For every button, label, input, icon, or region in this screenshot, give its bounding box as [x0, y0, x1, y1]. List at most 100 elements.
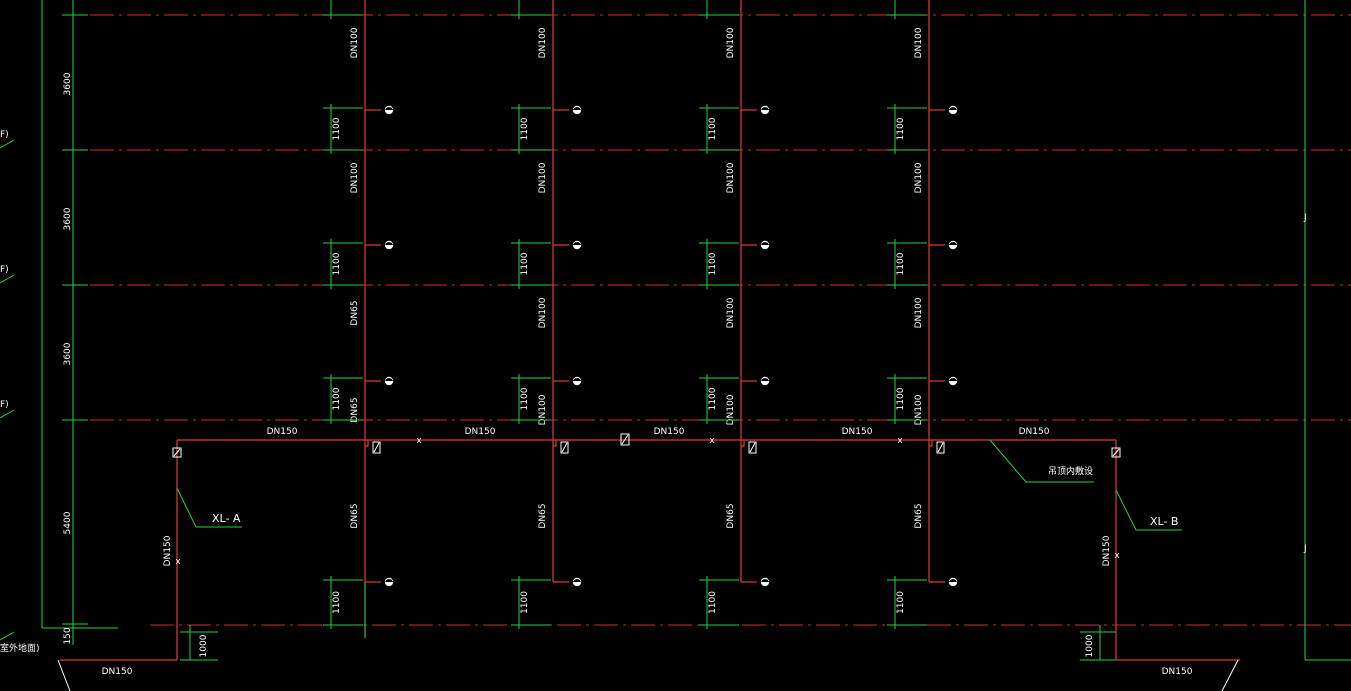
floor-height-label: 3600 — [63, 342, 73, 365]
hydrant-icon — [949, 579, 957, 582]
hydrant-height-label: 1100 — [332, 387, 342, 410]
floor-marker-flag — [0, 409, 15, 419]
hydrant-height-label: 1100 — [708, 117, 718, 140]
riser-size-label: DN100 — [726, 162, 736, 193]
riser-size-label: DN65 — [350, 300, 360, 325]
hydrant-height-label: 1100 — [896, 252, 906, 275]
hydrant-height-label: 1100 — [332, 591, 342, 614]
riser-size-label: DN100 — [350, 162, 360, 193]
break-line — [1221, 659, 1239, 691]
support-mark: x — [416, 436, 422, 446]
floor-marker-flag — [0, 631, 15, 641]
support-mark: x — [709, 436, 715, 446]
valve-icon — [372, 441, 381, 454]
right-reference: J J — [1303, 0, 1351, 661]
floor-marker-flag — [0, 274, 15, 284]
hydrant-height-label: 1100 — [520, 591, 530, 614]
hydrant-height-label: 1100 — [896, 387, 906, 410]
dim-label: 1000 — [1085, 634, 1095, 657]
hydrant-icon — [761, 107, 769, 110]
hydrant-height-label: 1100 — [332, 252, 342, 275]
riser-size-label: DN100 — [726, 394, 736, 425]
riser-size-label: DN100 — [914, 162, 924, 193]
hydrant-height-label: 1100 — [332, 117, 342, 140]
inlet-label: DN150 — [163, 535, 173, 566]
riser-name-leaders: XL- A XL- B 吊顶内敷设 — [176, 439, 1182, 531]
riser-size-label: DN100 — [726, 27, 736, 58]
floor-marker-flag — [0, 139, 15, 149]
riser-size-label: DN100 — [538, 162, 548, 193]
riser-size-label: DN100 — [538, 394, 548, 425]
pipe-fitting — [741, 440, 745, 447]
riser-size-label: DN65 — [350, 503, 360, 528]
floor-marker: F) — [0, 130, 9, 140]
valve-icon — [173, 448, 181, 457]
floor-lines — [90, 14, 1351, 626]
floor-marker: F) — [0, 265, 9, 275]
valve-icon — [936, 441, 945, 454]
main-pipe-label: DN150 — [465, 427, 496, 437]
floor-marker: F) — [0, 400, 9, 410]
floor-height-label: 150 — [63, 627, 73, 644]
hydrant-icon — [761, 579, 769, 582]
valve-icon — [937, 442, 944, 453]
leader-line — [1115, 489, 1182, 531]
riser-size-label: DN65 — [914, 503, 924, 528]
valve-icon — [1112, 448, 1120, 457]
valve-icon — [560, 441, 569, 454]
main-pipe-label: DN150 — [1019, 427, 1050, 437]
support-mark: x — [175, 557, 181, 567]
reference-mark: J — [1303, 544, 1307, 554]
riser-name: XL- A — [212, 512, 241, 525]
hydrant-height-label: 1100 — [896, 117, 906, 140]
hydrant-height-label: 1100 — [708, 387, 718, 410]
riser-size-label: DN100 — [914, 297, 924, 328]
elevation-axis: 3600 3600 3600 5400 150 — [41, 0, 118, 645]
hydrant-height-label: 1100 — [708, 252, 718, 275]
hydrant-height-label: 1100 — [520, 117, 530, 140]
main-pipe-label: DN150 — [267, 427, 298, 437]
floor-marker: 室外地面) — [0, 642, 40, 654]
hydrant-icon — [573, 579, 581, 582]
riser-name: XL- B — [1150, 515, 1178, 528]
pipe-fitting — [365, 440, 369, 447]
riser-size-label: DN65 — [538, 503, 548, 528]
riser-size-label: DN100 — [538, 27, 548, 58]
floor-height-label: 3600 — [63, 72, 73, 95]
main-pipe-label: DN150 — [842, 427, 873, 437]
riser-size-label: DN65 — [350, 397, 360, 422]
reference-mark: J — [1303, 213, 1307, 223]
floor-markers: F) F) F) 室外地面) — [0, 130, 40, 654]
riser-size-label: DN100 — [726, 297, 736, 328]
bottom-pipe-label: DN150 — [102, 667, 133, 677]
valve-icon — [748, 441, 757, 454]
riser-size-label: DN100 — [350, 27, 360, 58]
hydrant-icon — [573, 378, 581, 381]
pipe-fitting — [929, 440, 933, 447]
hydrant-icon — [385, 107, 393, 110]
hydrant-height-label: 1100 — [520, 387, 530, 410]
hydrant-icon — [761, 242, 769, 245]
hydrant-icon — [949, 378, 957, 381]
floor-height-label: 3600 — [63, 207, 73, 230]
floor-height-label: 5400 — [63, 511, 73, 534]
valve-icon — [561, 442, 568, 453]
leader-line — [176, 487, 242, 528]
hydrant-icon — [385, 579, 393, 582]
hydrant-icon — [573, 242, 581, 245]
pipe-fitting — [553, 440, 557, 447]
valve-icon — [172, 447, 182, 458]
support-mark: x — [897, 436, 903, 446]
hydrant-icon — [761, 378, 769, 381]
valve-icon — [1111, 447, 1121, 458]
hydrant-icon — [385, 378, 393, 381]
break-line — [57, 659, 71, 691]
valve-icon — [620, 433, 630, 446]
valve-icon — [373, 442, 380, 453]
hydrant-height-label: 1100 — [520, 252, 530, 275]
ground-connections: 1000 1000 — [180, 625, 1116, 661]
hydrant-icon — [385, 242, 393, 245]
leader-line — [989, 439, 1094, 483]
riser-size-label: DN100 — [538, 297, 548, 328]
dim-label: 1000 — [199, 634, 209, 657]
